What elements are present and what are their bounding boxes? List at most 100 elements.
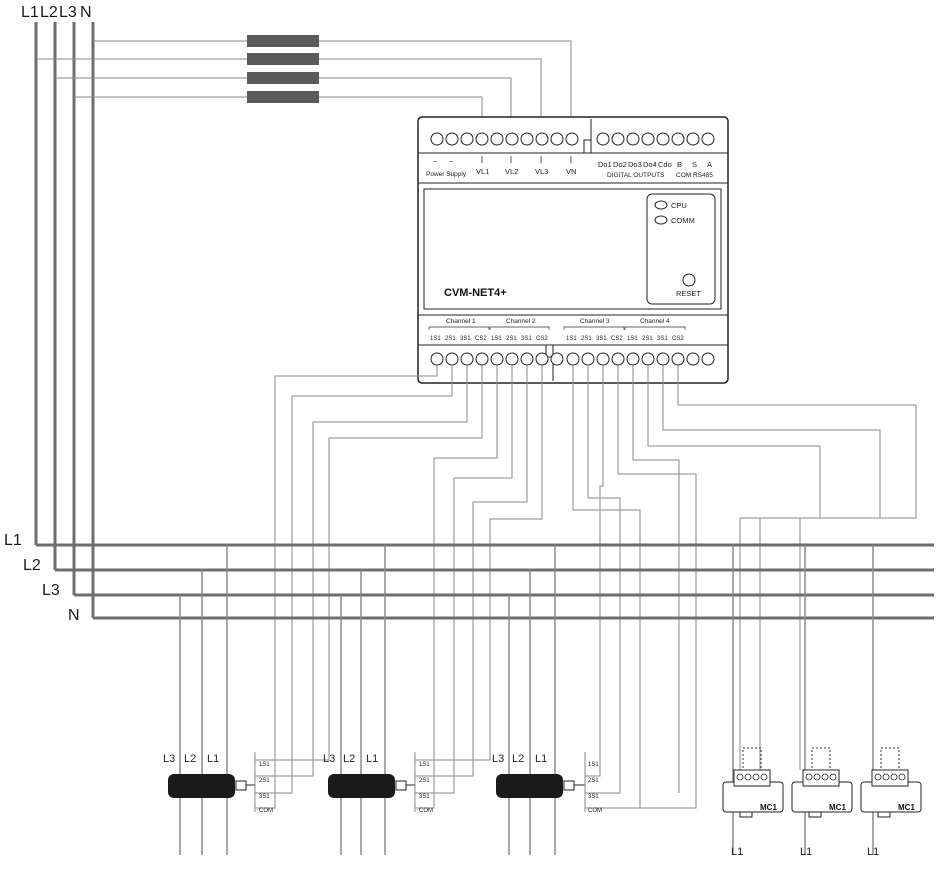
mc-sensor-1 — [722, 747, 784, 818]
bottom-screw-4 — [475, 352, 489, 366]
fuse-4 — [247, 91, 319, 103]
ct1-phase-l1: L1 — [207, 753, 219, 765]
top-screw-13 — [626, 132, 640, 146]
ct2-pin-3: 3S1 — [419, 794, 430, 800]
bottom-screw-14 — [626, 352, 640, 366]
top-screw-11 — [596, 132, 610, 146]
vl2-label: VL2 — [505, 167, 518, 176]
top-label-l1: L1 — [21, 4, 39, 21]
top-screw-12 — [611, 132, 625, 146]
status-panel — [646, 193, 716, 305]
mc-screw-12 — [898, 773, 906, 781]
top-screw-6 — [505, 132, 519, 146]
channel-3-terminal-4: CS2 — [611, 336, 623, 342]
bus-label-l3: L3 — [42, 582, 60, 599]
mc-screw-4 — [760, 773, 768, 781]
ct2-pin-2: 2S1 — [419, 778, 430, 784]
top-terminal-row — [430, 132, 715, 146]
channel-4-terminal-4: CS2 — [672, 336, 684, 342]
channel-4-terminal-2: 2S1 — [642, 336, 653, 342]
mc-screw-5 — [805, 773, 813, 781]
do1-label: Do1 — [598, 160, 612, 169]
ct1-phase-l3: L3 — [163, 753, 175, 765]
mc-sensor-3 — [860, 747, 922, 818]
top-screw-1 — [430, 132, 444, 146]
top-label-l2: L2 — [40, 4, 58, 21]
bottom-screw-2 — [445, 352, 459, 366]
mc-sensor-2 — [791, 747, 853, 818]
mc-screw-11 — [890, 773, 898, 781]
fuse-2 — [247, 53, 319, 65]
busbars — [36, 543, 934, 620]
bottom-screw-6 — [505, 352, 519, 366]
channel-3-terminal-1: 1S1 — [566, 336, 577, 342]
comm-led-icon — [654, 215, 668, 225]
channel-1-terminal-1: 1S1 — [430, 336, 441, 342]
channel-4-terminal-1: 1S1 — [627, 336, 638, 342]
top-screw-3 — [460, 132, 474, 146]
ct2-pin-1: 1S1 — [419, 762, 430, 768]
ct-block-1 — [168, 752, 256, 812]
bottom-screw-10 — [566, 352, 580, 366]
top-bus-lines — [34, 22, 95, 618]
ct3-pin-com: COM — [588, 808, 602, 814]
top-screw-5 — [490, 132, 504, 146]
mc1-label-2: MC1 — [829, 803, 846, 812]
top-screw-10 — [565, 132, 579, 146]
top-screw-8 — [535, 132, 549, 146]
ct1-pin-com: COM — [259, 808, 273, 814]
bus-label-l1: L1 — [4, 532, 22, 549]
reset-label: RESET — [676, 289, 701, 298]
top-screw-18 — [701, 132, 715, 146]
vl1-label: VL1 — [476, 167, 489, 176]
digital-outputs-label: DIGITAL OUTPUTS — [607, 172, 665, 179]
mc-terminal-screws — [736, 773, 906, 781]
ct3-phase-l3: L3 — [492, 753, 504, 765]
ct3-pin-1: 1S1 — [588, 762, 599, 768]
power-supply-label: Power Supply — [426, 171, 467, 178]
top-screw-9 — [550, 132, 564, 146]
cdo-label: Cdo — [658, 160, 672, 169]
fuses — [247, 35, 319, 103]
ct1-pin-3: 3S1 — [259, 794, 270, 800]
channel-1-terminal-4: CS2 — [475, 336, 487, 342]
do2-label: Do2 — [613, 160, 627, 169]
bottom-screw-15 — [641, 352, 655, 366]
channel-wires — [255, 365, 917, 809]
mc-screw-1 — [736, 773, 744, 781]
device-model: CVM-NET4+ — [444, 287, 507, 299]
mc1-phase-2: L1 — [800, 846, 812, 858]
top-screw-4 — [475, 132, 489, 146]
vn-label: VN — [566, 167, 576, 176]
bottom-screw-8 — [535, 352, 549, 366]
mc-screw-10 — [882, 773, 890, 781]
vl3-label: VL3 — [535, 167, 548, 176]
bottom-screw-3 — [460, 352, 474, 366]
channel-2-terminal-1: 1S1 — [491, 336, 502, 342]
top-screw-14 — [641, 132, 655, 146]
mc1-phase-3: L1 — [867, 846, 879, 858]
com-rs485-label: COM RS485 — [676, 172, 713, 179]
bottom-terminal-row — [430, 352, 715, 366]
reset-button[interactable] — [682, 273, 696, 287]
mc-screw-9 — [874, 773, 882, 781]
bottom-screw-5 — [490, 352, 504, 366]
do4-label: Do4 — [643, 160, 657, 169]
mc-screw-2 — [744, 773, 752, 781]
channel-3-label: Channel 3 — [580, 318, 610, 325]
channel-4-terminal-3: 3S1 — [657, 336, 668, 342]
bottom-screw-16 — [656, 352, 670, 366]
b-label: B — [677, 160, 682, 169]
channel-1-label: Channel 1 — [446, 318, 476, 325]
top-label-l3: L3 — [59, 4, 77, 21]
power-tilde-2: ~ — [449, 157, 454, 166]
channel-2-terminal-4: CS2 — [536, 336, 548, 342]
bottom-screw-11 — [581, 352, 595, 366]
ct2-phase-l1: L1 — [366, 753, 378, 765]
ct-block-2 — [328, 752, 416, 812]
a-label: A — [707, 160, 712, 169]
bus-label-l2: L2 — [23, 557, 41, 574]
